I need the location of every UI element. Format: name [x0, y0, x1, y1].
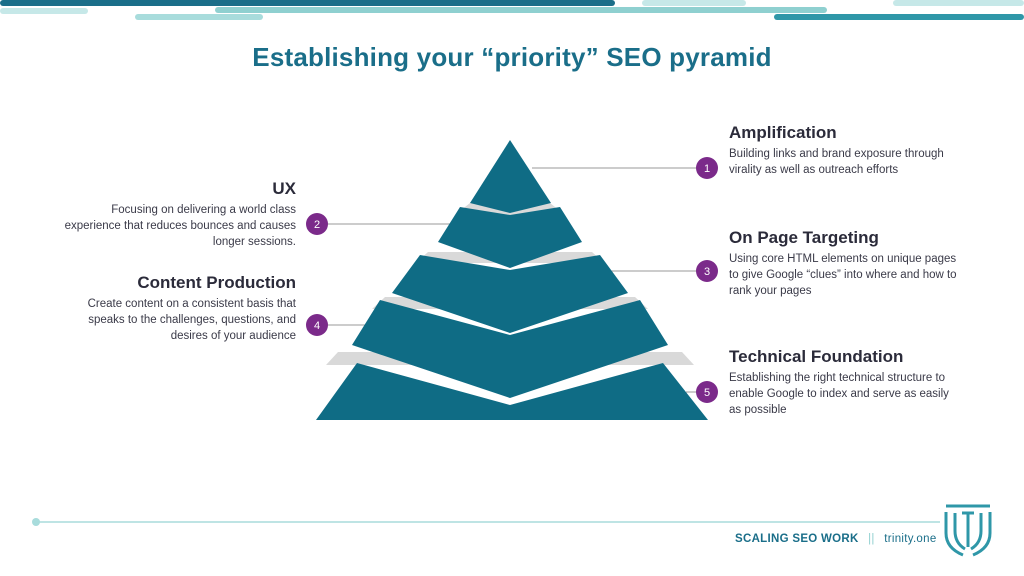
amplification-heading: Amplification — [729, 123, 837, 142]
badge-4: 4 — [306, 314, 328, 336]
ux-description: Focusing on delivering a world class exp… — [64, 204, 296, 248]
svg-text:1: 1 — [704, 163, 710, 175]
ux-block: UX Focusing on delivering a world class … — [61, 179, 296, 250]
top-decor-bar — [215, 7, 827, 13]
ux-heading: UX — [272, 179, 296, 198]
badge-1: 1 — [696, 157, 718, 179]
badge-3: 3 — [696, 260, 718, 282]
footer-divider-dot — [32, 518, 40, 526]
top-decor-bar — [135, 14, 263, 20]
top-decor-bar — [0, 8, 88, 14]
svg-text:4: 4 — [314, 320, 320, 332]
footer-label: SCALING SEO WORK — [735, 533, 859, 545]
top-decor-bar — [0, 0, 615, 6]
badge-5: 5 — [696, 381, 718, 403]
content-description: Create content on a consistent basis tha… — [87, 298, 296, 342]
on-page-heading: On Page Targeting — [729, 228, 879, 247]
top-decor-bar — [774, 14, 1024, 20]
page-title: Establishing your “priority” SEO pyramid — [252, 42, 772, 72]
pyramid-tier-5 — [316, 363, 708, 420]
footer: SCALING SEO WORK || trinity.one — [735, 533, 937, 545]
footer-site: trinity.one — [884, 533, 937, 545]
pyramid-tier-2 — [438, 207, 582, 268]
pyramid-tier-3 — [392, 255, 628, 333]
pyramid-tier-4 — [352, 300, 668, 398]
amplification-block: Amplification Building links and brand e… — [729, 123, 959, 178]
on-page-block: On Page Targeting Using core HTML elemen… — [729, 228, 959, 299]
footer-separator: || — [868, 533, 875, 545]
technical-block: Technical Foundation Establishing the ri… — [729, 347, 959, 418]
badge-2: 2 — [306, 213, 328, 235]
on-page-description: Using core HTML elements on unique pages… — [729, 253, 957, 297]
svg-text:2: 2 — [314, 219, 320, 231]
svg-text:5: 5 — [704, 387, 710, 399]
trinity-logo-icon — [944, 504, 992, 557]
top-decor-bar — [642, 0, 746, 6]
content-block: Content Production Create content on a c… — [61, 273, 296, 344]
content-heading: Content Production — [137, 273, 296, 292]
technical-heading: Technical Foundation — [729, 347, 904, 366]
svg-text:3: 3 — [704, 266, 710, 278]
pyramid-tier-1 — [470, 140, 551, 213]
amplification-description: Building links and brand exposure throug… — [729, 148, 944, 176]
technical-description: Establishing the right technical structu… — [729, 372, 949, 416]
top-decor-bar — [893, 0, 1024, 6]
